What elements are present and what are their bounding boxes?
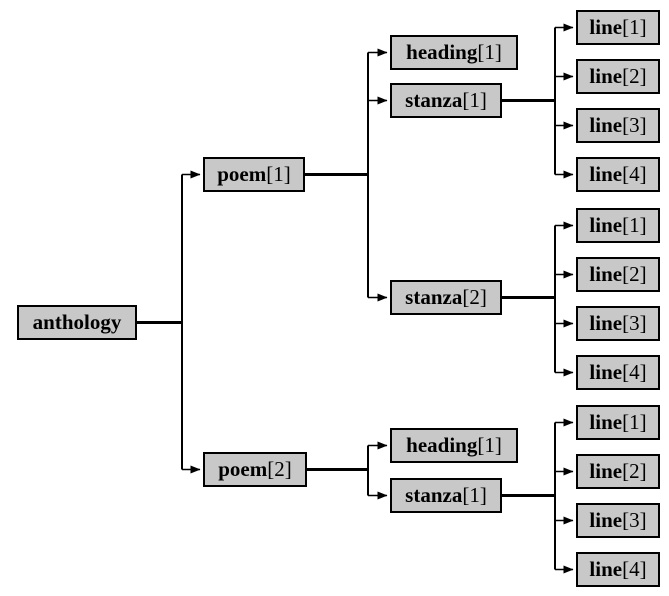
node-label: line	[589, 64, 623, 88]
node-poem1-stanza2-line-1: line[1]	[576, 208, 660, 243]
node-index: [1]	[266, 162, 291, 186]
node-poem1-stanza-1: stanza[1]	[390, 83, 502, 118]
node-label: line	[589, 113, 623, 137]
connector-stanza2-to-lines	[502, 221, 574, 377]
node-label: line	[589, 262, 623, 286]
node-index: [3]	[622, 311, 647, 335]
node-index: [1]	[462, 483, 487, 507]
node-poem1-stanza2-line-2: line[2]	[576, 257, 660, 292]
connector-poem2-to-children	[307, 441, 388, 500]
node-poem2-stanza1-line-1: line[1]	[576, 405, 660, 440]
node-index: [1]	[477, 40, 502, 64]
node-index: [3]	[622, 113, 647, 137]
node-index: [1]	[462, 88, 487, 112]
node-index: [1]	[477, 433, 502, 457]
node-index: [2]	[622, 262, 647, 286]
node-label: poem	[218, 457, 268, 481]
node-label: stanza	[405, 483, 463, 507]
node-label: line	[589, 213, 623, 237]
connector-stanza1a-to-lines	[502, 23, 574, 179]
node-anthology: anthology	[17, 305, 137, 340]
node-poem1-stanza1-line-4: line[4]	[576, 157, 660, 192]
node-index: [2]	[622, 459, 647, 483]
connector-stanza1b-to-lines	[502, 418, 574, 574]
node-label: heading	[406, 40, 478, 64]
connector-poem1-to-children	[305, 48, 388, 302]
node-poem1-stanza-2: stanza[2]	[390, 280, 502, 315]
node-label: stanza	[405, 88, 463, 112]
node-label: line	[589, 459, 623, 483]
node-label: anthology	[32, 310, 122, 334]
connector-anthology-to-poems	[137, 170, 201, 474]
node-index: [2]	[622, 64, 647, 88]
node-poem1-stanza1-line-3: line[3]	[576, 108, 660, 143]
node-poem2-stanza1-line-4: line[4]	[576, 552, 660, 587]
node-poem1-stanza2-line-3: line[3]	[576, 306, 660, 341]
node-label: line	[589, 15, 623, 39]
node-poem-1: poem[1]	[203, 157, 305, 192]
node-index: [1]	[622, 15, 647, 39]
node-label: line	[589, 311, 623, 335]
node-index: [2]	[462, 285, 487, 309]
node-label: line	[589, 162, 623, 186]
node-poem2-stanza1-line-3: line[3]	[576, 503, 660, 538]
node-index: [4]	[622, 360, 647, 384]
node-index: [1]	[622, 410, 647, 434]
node-poem1-stanza1-line-1: line[1]	[576, 10, 660, 45]
node-label: line	[589, 508, 623, 532]
node-label: heading	[406, 433, 478, 457]
node-label: line	[589, 557, 623, 581]
node-label: poem	[217, 162, 267, 186]
node-index: [4]	[622, 162, 647, 186]
node-index: [3]	[622, 508, 647, 532]
node-index: [2]	[267, 457, 292, 481]
node-label: line	[589, 360, 623, 384]
node-poem2-stanza-1: stanza[1]	[390, 478, 502, 513]
node-poem-2: poem[2]	[203, 452, 307, 487]
node-label: stanza	[405, 285, 463, 309]
node-poem1-stanza1-line-2: line[2]	[576, 59, 660, 94]
node-index: [1]	[622, 213, 647, 237]
node-label: line	[589, 410, 623, 434]
node-poem1-stanza2-line-4: line[4]	[576, 355, 660, 390]
node-index: [4]	[622, 557, 647, 581]
node-poem1-heading-1: heading[1]	[390, 35, 518, 70]
node-poem2-stanza1-line-2: line[2]	[576, 454, 660, 489]
node-poem2-heading-1: heading[1]	[390, 428, 518, 463]
